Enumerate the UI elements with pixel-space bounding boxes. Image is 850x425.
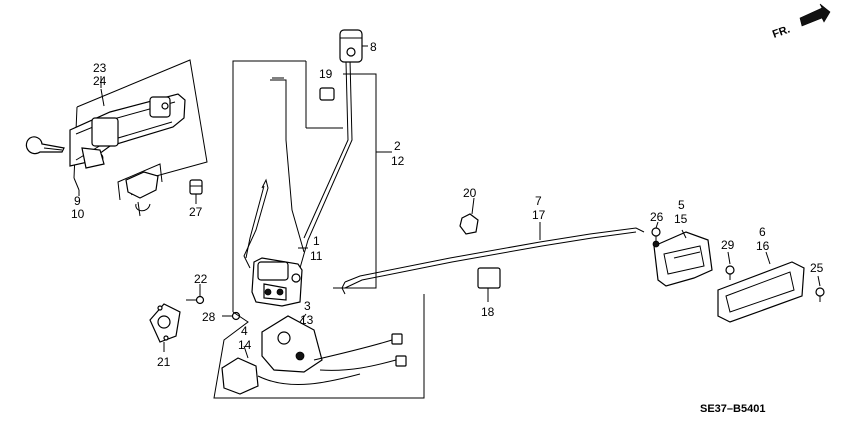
callout-25: 25 bbox=[810, 261, 824, 275]
callout-19: 19 bbox=[319, 67, 333, 81]
grommet-19-part bbox=[319, 87, 335, 101]
callout-3: 3 bbox=[304, 299, 311, 313]
inner-handle-rod bbox=[341, 227, 645, 295]
callout-5: 5 bbox=[678, 198, 685, 212]
callout-12: 12 bbox=[391, 154, 405, 168]
callout-18: 18 bbox=[481, 305, 495, 319]
key-part bbox=[25, 136, 65, 155]
callout-labels: 23 24 9 10 27 19 8 2 12 1 11 20 7 17 26 … bbox=[71, 40, 824, 369]
cylinder-clip-part bbox=[117, 163, 163, 217]
callout-6: 6 bbox=[759, 225, 766, 239]
inside-handle-part bbox=[652, 231, 713, 287]
callout-15: 15 bbox=[674, 212, 688, 226]
callout-20: 20 bbox=[463, 186, 477, 200]
callout-9: 9 bbox=[74, 194, 81, 208]
callout-24: 24 bbox=[93, 74, 107, 88]
callout-10: 10 bbox=[71, 207, 85, 221]
callout-14: 14 bbox=[238, 338, 252, 352]
callout-29: 29 bbox=[721, 238, 735, 252]
lock-rods bbox=[243, 59, 353, 269]
actuator-part bbox=[221, 315, 407, 395]
screw-22-part bbox=[186, 295, 205, 305]
clip-20-part bbox=[459, 213, 479, 235]
callout-11: 11 bbox=[310, 249, 323, 263]
callout-17: 17 bbox=[532, 208, 546, 222]
callout-13: 13 bbox=[300, 313, 314, 327]
callout-21: 21 bbox=[157, 355, 171, 369]
screw-26-part bbox=[651, 227, 661, 242]
diagram-code: SE37–B5401 bbox=[700, 403, 765, 415]
callout-4: 4 bbox=[241, 324, 248, 338]
clip-25-part bbox=[815, 287, 825, 302]
callout-1: 1 bbox=[313, 234, 320, 248]
pad-18-part bbox=[477, 267, 501, 289]
front-direction-indicator: FR. bbox=[771, 3, 831, 41]
front-direction-arrow-icon bbox=[799, 3, 831, 27]
actuator-group-box bbox=[213, 294, 425, 399]
callout-27: 27 bbox=[189, 205, 203, 219]
outside-handle-part bbox=[69, 93, 186, 169]
lock-knob-part bbox=[339, 29, 363, 63]
leader-lines bbox=[78, 45, 821, 359]
handle-bezel-part bbox=[717, 261, 805, 323]
callout-7: 7 bbox=[535, 194, 542, 208]
screw-29-part bbox=[725, 265, 735, 280]
clip-27-part bbox=[189, 179, 203, 195]
striker-part bbox=[149, 303, 181, 343]
callout-16: 16 bbox=[756, 239, 770, 253]
callout-26: 26 bbox=[650, 210, 664, 224]
callout-28: 28 bbox=[202, 310, 216, 324]
latch-group-box bbox=[232, 60, 377, 312]
front-direction-label: FR. bbox=[771, 23, 792, 40]
callout-23: 23 bbox=[93, 61, 107, 75]
callout-2: 2 bbox=[394, 139, 401, 153]
callout-22: 22 bbox=[194, 272, 208, 286]
door-latch-part bbox=[251, 257, 303, 307]
callout-8: 8 bbox=[370, 40, 377, 54]
